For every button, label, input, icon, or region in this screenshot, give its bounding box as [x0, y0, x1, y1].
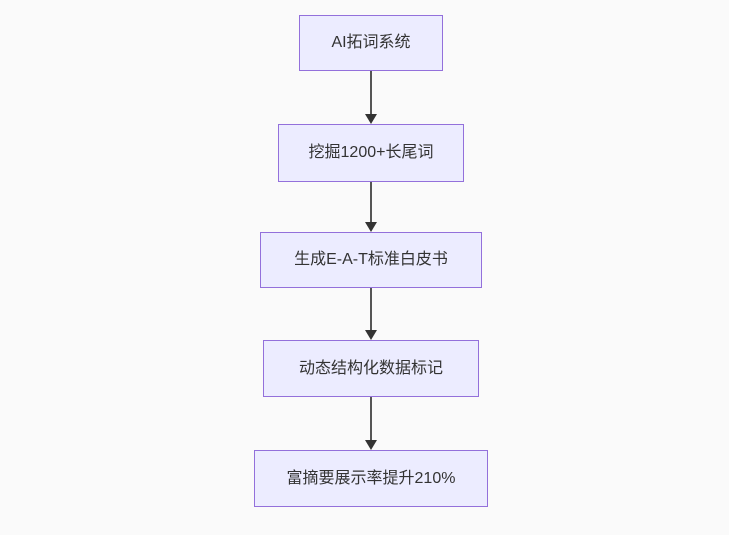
edge-line: [370, 397, 372, 444]
flowchart-edge-2: [365, 182, 377, 232]
edge-line: [370, 71, 372, 118]
flowchart-edge-4: [365, 397, 377, 450]
arrowhead-down-icon: [365, 330, 377, 340]
flowchart-node-longtail-mining: 挖掘1200+长尾词: [278, 124, 464, 182]
arrowhead-down-icon: [365, 114, 377, 124]
flowchart-node-eat-whitepaper: 生成E-A-T标准白皮书: [260, 232, 482, 288]
node-label: AI拓词系统: [331, 34, 411, 52]
flowchart-node-ai-word-expansion: AI拓词系统: [299, 15, 443, 71]
node-label: 挖掘1200+长尾词: [308, 144, 434, 162]
edge-line: [370, 182, 372, 226]
arrowhead-down-icon: [365, 440, 377, 450]
node-label: 动态结构化数据标记: [298, 359, 443, 377]
flowchart-node-rich-snippet-result: 富摘要展示率提升210%: [254, 450, 488, 507]
flowchart-edge-3: [365, 288, 377, 340]
node-label: 生成E-A-T标准白皮书: [294, 251, 448, 269]
flowchart-edge-1: [365, 71, 377, 124]
edge-line: [370, 288, 372, 334]
node-label: 富摘要展示率提升210%: [286, 469, 456, 487]
flowchart-node-structured-data-markup: 动态结构化数据标记: [263, 340, 479, 397]
arrowhead-down-icon: [365, 222, 377, 232]
